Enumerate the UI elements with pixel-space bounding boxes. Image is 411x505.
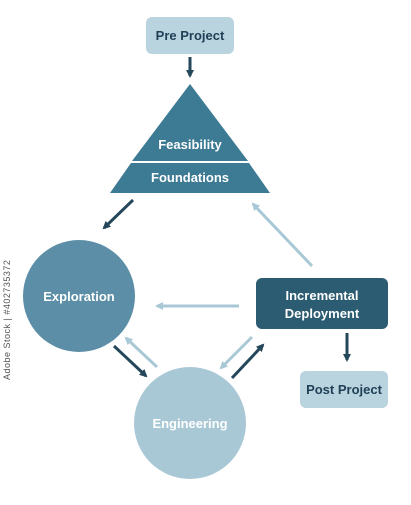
feasibility-label: Feasibility (158, 137, 222, 152)
pre-project-box: Pre Project (146, 17, 234, 54)
arrow-exploration-to-engineering (112, 344, 148, 378)
arrow-foundations-to-exploration (102, 198, 135, 230)
arrow-deployment-to-foundations (251, 202, 314, 268)
arrow-engineering-to-deployment (230, 343, 265, 380)
foundations-label: Foundations (151, 170, 229, 185)
post-project-box: Post Project (300, 371, 388, 408)
pre-project-label: Pre Project (156, 28, 225, 43)
engineering-label: Engineering (152, 416, 227, 431)
arrow-engineering-to-exploration (124, 336, 159, 369)
exploration-circle: Exploration (23, 240, 135, 352)
engineering-circle: Engineering (134, 367, 246, 479)
deployment-label: Deployment (285, 306, 360, 321)
post-project-label: Post Project (306, 382, 383, 397)
incremental-deployment-box: Incremental Deployment (256, 278, 388, 329)
arrow-deployment-to-engineering (219, 335, 254, 370)
feasibility-triangle: Feasibility Foundations (110, 84, 270, 193)
incremental-label: Incremental (286, 288, 359, 303)
stock-watermark: Adobe Stock | #402735372 (2, 259, 12, 380)
exploration-label: Exploration (43, 289, 115, 304)
